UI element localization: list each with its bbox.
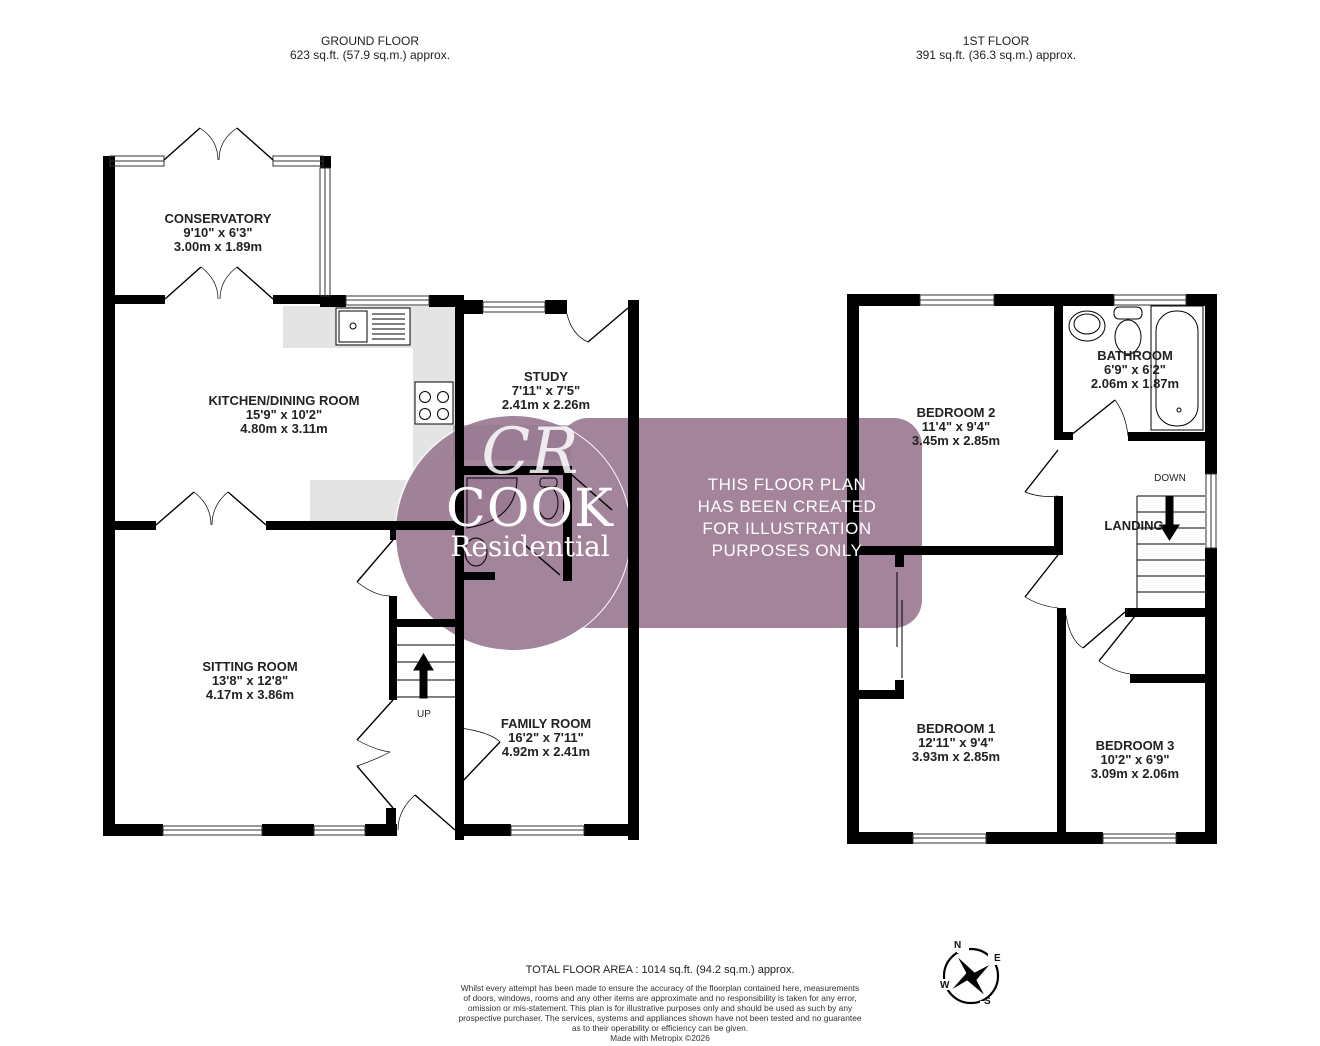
room-name: STUDY	[523, 369, 569, 384]
room-imperial: 6'9" x 6'2"	[1104, 362, 1166, 377]
room-name: SITTING ROOM	[202, 659, 298, 674]
first-floor-heading: 1ST FLOOR 391 sq.ft. (36.3 sq.m.) approx…	[866, 34, 1126, 62]
room-metric: 3.09m x 2.06m	[1090, 766, 1180, 781]
room-label-bedroom-1: BEDROOM 1 12'11" x 9'4" 3.93m x 2.85m	[912, 722, 1000, 764]
wc-fittings	[464, 477, 559, 567]
watermark-monogram: CR	[481, 415, 579, 489]
metropix-credit: Made with Metropix ©2026	[610, 1033, 710, 1043]
room-metric: 4.17m x 3.86m	[205, 687, 295, 702]
disclaimer-line: Whilst every attempt has been made to en…	[460, 983, 860, 993]
watermark-logo-sub: Residential	[450, 530, 610, 563]
watermark-logo-name: COOK	[446, 479, 614, 539]
ground-floor-title: GROUND FLOOR	[320, 34, 419, 48]
room-label-bathroom: BATHROOM 6'9" x 6'2" 2.06m x 1.87m	[1091, 349, 1179, 391]
room-label-family-room: FAMILY ROOM 16'2" x 7'11" 4.92m x 2.41m	[501, 717, 591, 759]
disclaimer-line: omission or mis-statement. This plan is …	[467, 1003, 853, 1013]
first-floor-title: 1ST FLOOR	[962, 34, 1030, 48]
ground-floor-windows	[109, 155, 585, 836]
room-metric: 2.06m x 1.87m	[1090, 376, 1180, 391]
ground-floor-heading: GROUND FLOOR 623 sq.ft. (57.9 sq.m.) app…	[220, 34, 520, 62]
room-label-study: STUDY 7'11" x 7'5" 2.41m x 2.26m	[502, 370, 590, 412]
room-imperial: 10'2" x 6'9"	[1100, 752, 1170, 767]
kitchen-sink	[335, 307, 411, 346]
room-imperial: 7'11" x 7'5"	[511, 383, 581, 398]
disclaimer: Whilst every attempt has been made to en…	[0, 983, 1320, 1043]
room-name: KITCHEN/DINING ROOM	[208, 393, 360, 408]
room-metric: 2.41m x 2.26m	[501, 397, 591, 412]
stairs-up-label: UP	[417, 709, 431, 720]
compass-e: E	[994, 953, 1001, 964]
room-name: BEDROOM 3	[1095, 738, 1175, 753]
room-imperial: 11'4" x 9'4"	[921, 419, 991, 434]
kitchen-hob	[414, 381, 454, 425]
first-floor-doors	[896, 399, 1136, 678]
ground-floor-stairs	[397, 644, 455, 699]
watermark-notice-line: HAS BEEN CREATED	[697, 497, 877, 516]
compass-s: S	[984, 996, 991, 1007]
ground-floor-area: 623 sq.ft. (57.9 sq.m.) approx.	[289, 48, 451, 62]
total-floor-area: TOTAL FLOOR AREA : 1014 sq.ft. (94.2 sq.…	[525, 964, 795, 976]
compass-w: W	[940, 980, 950, 991]
room-metric: 3.93m x 2.85m	[911, 749, 1001, 764]
room-imperial: 15'9" x 10'2"	[245, 407, 323, 422]
room-label-conservatory: CONSERVATORY 9'10" x 6'3" 3.00m x 1.89m	[165, 212, 272, 254]
room-metric: 3.00m x 1.89m	[173, 239, 263, 254]
room-metric: 4.80m x 3.11m	[240, 421, 328, 436]
room-metric: 4.92m x 2.41m	[501, 744, 591, 759]
watermark-notice: THIS FLOOR PLAN HAS BEEN CREATED FOR ILL…	[698, 474, 877, 562]
room-label-landing: LANDING	[1104, 518, 1164, 533]
room-name: BEDROOM 2	[916, 405, 996, 420]
room-name: FAMILY ROOM	[500, 716, 592, 731]
room-name: CONSERVATORY	[164, 211, 272, 226]
watermark-notice-line: PURPOSES ONLY	[711, 541, 863, 560]
room-metric: 3.45m x 2.85m	[911, 433, 1001, 448]
room-imperial: 12'11" x 9'4"	[918, 735, 994, 750]
ground-floor-doors	[155, 127, 629, 831]
first-floor-area: 391 sq.ft. (36.3 sq.m.) approx.	[915, 48, 1077, 62]
room-imperial: 9'10" x 6'3"	[183, 225, 253, 240]
first-floor-walls	[847, 294, 1217, 844]
disclaimer-line: prospective purchaser. The services, sys…	[458, 1013, 862, 1023]
bathroom-fittings	[1068, 305, 1204, 431]
room-imperial: 16'2" x 7'11"	[508, 730, 584, 745]
watermark-notice-line: FOR ILLUSTRATION	[702, 519, 872, 538]
compass-icon	[938, 942, 1000, 1012]
room-name: BEDROOM 1	[916, 721, 996, 736]
ground-floor-walls	[103, 156, 639, 840]
room-label-kitchen-dining: KITCHEN/DINING ROOM 15'9" x 10'2" 4.80m …	[209, 394, 360, 436]
room-name: BATHROOM	[1097, 348, 1173, 363]
room-label-sitting-room: SITTING ROOM 13'8" x 12'8" 4.17m x 3.86m	[202, 660, 297, 702]
disclaimer-line: of doors, windows, rooms and any other i…	[463, 993, 857, 1003]
first-floor-windows	[912, 294, 1217, 844]
room-label-bedroom-2: BEDROOM 2 11'4" x 9'4" 3.45m x 2.85m	[912, 406, 1000, 448]
room-label-bedroom-3: BEDROOM 3 10'2" x 6'9" 3.09m x 2.06m	[1091, 739, 1179, 781]
compass-n: N	[954, 940, 962, 951]
first-floor-stairs	[1136, 495, 1205, 608]
watermark-notice-line: THIS FLOOR PLAN	[707, 475, 867, 494]
room-imperial: 13'8" x 12'8"	[211, 673, 289, 688]
disclaimer-line: as to their operability or efficiency ca…	[571, 1023, 749, 1033]
stairs-down-label: DOWN	[1154, 473, 1186, 484]
watermark-logo: CR COOK Residential	[440, 418, 620, 562]
